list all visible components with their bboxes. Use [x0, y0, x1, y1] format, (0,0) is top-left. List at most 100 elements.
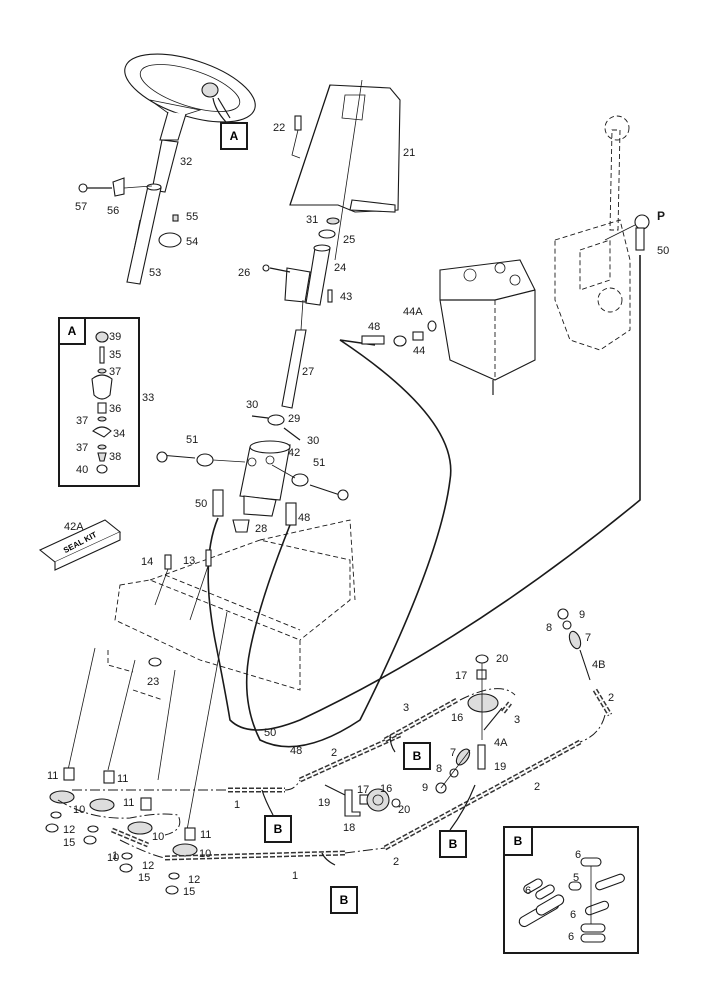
part-label: 55	[186, 211, 199, 223]
part-label: 14	[141, 556, 154, 568]
part-label: 3	[403, 702, 410, 714]
detail-b-callout-4[interactable]: B	[330, 886, 358, 914]
inset-b-drawing	[518, 857, 625, 943]
part-label: 48	[368, 321, 381, 333]
part-label: 10	[107, 852, 120, 864]
part-label: 27	[302, 366, 315, 378]
part-label: 2	[331, 747, 338, 759]
part-label: 42	[288, 447, 301, 459]
part-label: 20	[496, 653, 509, 665]
callout-letter: B	[339, 893, 349, 907]
part-label: 11	[200, 829, 212, 841]
part-label: 4A	[494, 737, 508, 749]
part-label: 57	[75, 201, 88, 213]
part-label: 21	[403, 147, 416, 159]
part-label: 24	[334, 262, 347, 274]
right-tensioner	[557, 608, 591, 681]
part-label: 29	[288, 413, 301, 425]
part-label: 51	[186, 434, 199, 446]
part-label: 12	[142, 860, 155, 872]
part-label: 3	[514, 714, 521, 726]
part-label: 23	[147, 676, 160, 688]
part-label: 2	[534, 781, 541, 793]
part-label: 51	[313, 457, 326, 469]
part-label: 25	[343, 234, 356, 246]
part-label: 53	[149, 267, 162, 279]
detail-a-callout[interactable]: A	[220, 122, 248, 150]
part-label: 44A	[403, 306, 423, 318]
idler-sprockets	[45, 767, 198, 895]
part-label: 12	[63, 824, 76, 836]
part-label: 1	[234, 799, 241, 811]
part-label: 9	[579, 609, 586, 621]
inset-a-label-39: 39	[109, 331, 122, 343]
inset-a-drawing	[91, 331, 113, 474]
inset-a-label-37: 37	[109, 366, 122, 378]
inset-b-label-6: 6	[570, 909, 577, 921]
part-label: 10	[199, 848, 212, 860]
hose-50	[207, 255, 641, 731]
inset-a-label-37: 37	[76, 442, 89, 454]
part-label: 19	[318, 797, 331, 809]
detail-a-inset: A 39 35 37 36 37 34 37 38 40	[58, 317, 140, 487]
part-label: 13	[183, 555, 196, 567]
part-label: 44	[413, 345, 426, 357]
part-label: 1	[292, 870, 299, 882]
part-label: 15	[63, 837, 76, 849]
detail-b-callout-1[interactable]: B	[264, 815, 292, 843]
part-label: 10	[152, 831, 165, 843]
inset-b-label-6: 6	[525, 885, 532, 897]
inset-b-label-5: 5	[573, 872, 580, 884]
upper-tensioner	[435, 654, 503, 794]
part-label: 12	[188, 874, 201, 886]
callout-letter: B	[448, 837, 458, 851]
inset-b-label-6: 6	[575, 849, 582, 861]
part-label: 1	[112, 850, 119, 862]
steering-valve	[239, 440, 291, 517]
part-label: 32	[180, 156, 193, 168]
part-label: 10	[73, 804, 86, 816]
part-label: 48	[298, 512, 311, 524]
inset-a-label-36: 36	[109, 403, 122, 415]
detail-b-callout-2[interactable]: B	[403, 742, 431, 770]
part-label: 42A	[64, 521, 84, 533]
hose-48	[245, 339, 452, 748]
part-label: 4B	[592, 659, 606, 671]
part-label: 30	[246, 399, 259, 411]
steering-shaft	[151, 139, 179, 193]
part-label: 19	[494, 761, 507, 773]
part-label: 9	[422, 782, 429, 794]
part-label: 26	[238, 267, 251, 279]
inset-a-label-38: 38	[109, 451, 122, 463]
part-label: 11	[117, 773, 129, 785]
part-label: 31	[306, 214, 319, 226]
part-label: 2	[393, 856, 400, 868]
part-label: 15	[138, 872, 151, 884]
port-p-label: P	[657, 209, 666, 223]
part-label: 15	[183, 886, 196, 898]
assembly-label-33: 33	[142, 392, 155, 404]
part-label: 7	[585, 632, 592, 644]
part-label: 16	[380, 783, 393, 795]
inset-a-label-34: 34	[113, 428, 126, 440]
inset-b-label-6: 6	[568, 931, 575, 943]
part-label: 54	[186, 236, 199, 248]
part-label: 8	[546, 622, 553, 634]
hydraulic-pump	[439, 259, 536, 395]
callout-letter: B	[273, 822, 283, 836]
part-label: 16	[451, 712, 464, 724]
part-label: 50	[195, 498, 208, 510]
part-label: 17	[455, 670, 468, 682]
inset-a-tag: A	[60, 319, 86, 345]
inset-a-label-37: 37	[76, 415, 89, 427]
inset-a-label-40: 40	[76, 464, 89, 476]
callout-letter: A	[229, 129, 239, 143]
part-label: 11	[123, 797, 135, 809]
part-label: 8	[436, 763, 443, 775]
inset-b-tag: B	[505, 828, 533, 856]
inset-a-label-35: 35	[109, 349, 122, 361]
lower-tensioner	[324, 784, 401, 817]
part-label: 20	[398, 804, 411, 816]
detail-b-callout-3[interactable]: B	[439, 830, 467, 858]
